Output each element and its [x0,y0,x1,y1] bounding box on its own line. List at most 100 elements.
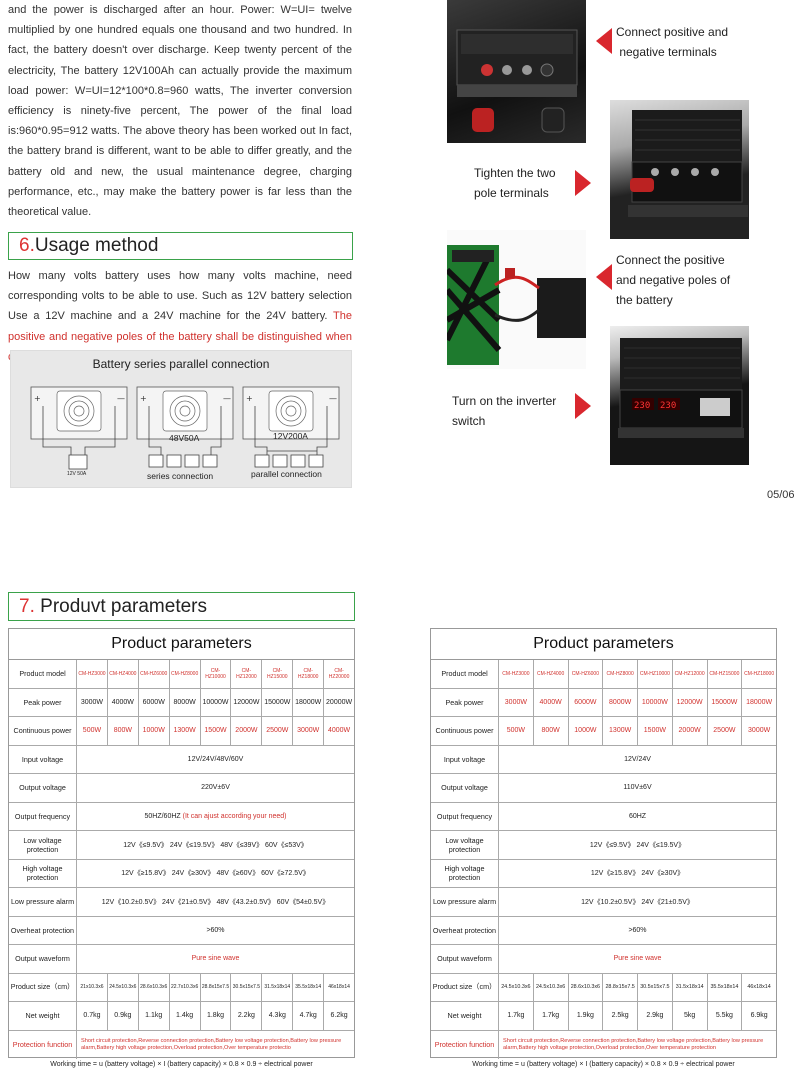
parallel-spec-label: 12V200A [273,431,308,441]
table-cell: 1000W [139,717,170,745]
table-row: Low voltage protection 12V《≤9.5V》 24V《≤1… [9,831,354,860]
table-cell: 5kg [673,1002,708,1030]
table-cell: 20000W [326,698,353,706]
table-cell: 3000W [748,727,771,735]
table-cell: 30.5x15x7.5 [638,973,673,1001]
table-cell: CM-HZ4000 [108,660,139,688]
product-parameters-table-right: Product parameters Product model CM-HZ30… [430,628,777,1059]
table-cell: 30.5x15x7.5 [231,973,263,1001]
step-3-caption: Connect the positive and negative poles … [616,250,796,310]
table-row: Output waveform Pure sine wave [431,945,776,974]
row-label: Low voltage protection [9,831,77,859]
usage-text: How many volts battery uses how many vol… [8,270,352,323]
table-row: Protection function Short circuit protec… [9,1030,354,1059]
table-cell: 2000W [231,717,263,745]
table-row: Continuous power 500W 800W 1000W 1300W 1… [9,717,354,746]
row-label: Continuous power [431,717,499,745]
table-cell: 6.9kg [750,1012,768,1020]
step-1-caption: Connect positive and negative terminals [616,22,796,62]
table-cell: 24.5x10.3x6 [499,973,534,1001]
table-cell: 28.8x15x7.5 [201,973,232,1001]
svg-text:230: 230 [660,401,676,411]
series-connection-label: series connection [147,471,214,481]
table-cell: 2.9kg [638,1002,673,1030]
inverter-pole-illustration [628,110,748,217]
row-label: Product model [431,660,499,688]
table-cell: 24.5x10.3x6 [534,973,569,1001]
row-label: Product size（cm） [431,973,499,1001]
continuous-cells: 500W 800W 1000W 1300W 1500W 2000W 2500W … [77,717,354,745]
table-cell: 3000W [499,688,534,716]
table-row: Net weight 0.7kg 0.9kg 1.1kg 1.4kg 1.8kg… [9,1002,354,1031]
product-parameters-table-left: Product parameters Product model CM-HZ30… [8,628,355,1059]
table-row: Product size（cm） 21x10.3x6 24.5x10.3x6 2… [9,973,354,1002]
row-label: Input voltage [431,745,499,773]
table-row: Product model CM-HZ3000 CM-HZ4000 CM-HZ6… [431,660,776,689]
row-label: High voltage protection [431,859,499,887]
table-row: Low pressure alarm 12V《10.2±0.5V》 24V《21… [9,888,354,917]
diagram-title: Battery series parallel connection [92,357,270,371]
table-cell: 15000W [262,688,294,716]
table-row: Output frequency 60HZ [431,802,776,831]
battery-connection-illustration [447,245,586,365]
protection-value: Short circuit protection,Reverse connect… [81,1037,342,1051]
model-cells: CM-HZ3000 CM-HZ4000 CM-HZ6000 CM-HZ8000 … [77,660,354,688]
table-cell: CM-HZ10000 [201,660,232,688]
table-cell: 0.9kg [108,1002,139,1030]
table-row: Product model CM-HZ3000 CM-HZ4000 CM-HZ6… [9,660,354,689]
row-label: Peak power [431,688,499,716]
row-label: Output frequency [9,802,77,830]
table-cell: 46x18x14 [747,984,771,991]
table-cell: CM-HZ8000 [603,660,638,688]
battery-connection-diagram: Battery series parallel connection +— +—… [10,350,352,488]
params-section-heading: 7. Produvt parameters [8,592,355,621]
row-label: Net weight [431,1002,499,1030]
table-row: Output voltage 110V±6V [431,774,776,803]
step-2-line-2: pole terminals [474,186,549,200]
table-cell: 1300W [170,717,201,745]
peak-cells: 3000W 4000W 6000W 8000W 10000W 12000W 15… [77,688,354,716]
table-cell: 500W [77,717,108,745]
table-cell: 35.5x18x14 [293,973,325,1001]
table-row: Peak power 3000W 4000W 6000W 8000W 10000… [431,688,776,717]
output-frequency-value: 50HZ/60HZ (It can ajust according your n… [77,803,354,831]
frequency-note: (It can ajust according your need) [182,812,287,820]
input-voltage-value: 12V/24V [624,755,651,763]
table-cell: 18000W [746,698,773,706]
intro-paragraph: and the power is discharged after an hou… [8,4,352,219]
series-spec-label: 48V50A [169,433,200,443]
table-cell: 31.5x18x14 [673,973,708,1001]
diagram-illustration: +— +— +— [30,386,340,470]
row-label: Net weight [9,1002,77,1030]
row-label: High voltage protection [9,859,77,887]
row-label: Peak power [9,688,77,716]
table-cell: 24.5x10.3x6 [108,973,139,1001]
row-label: Low voltage protection [431,831,499,859]
row-label: Product model [9,660,77,688]
table-cell: 4.3kg [262,1002,294,1030]
table-cell: 35.5x18x14 [708,973,743,1001]
table-cell: 31.5x18x14 [262,973,294,1001]
table-row: High voltage protection 12V《≥15.8V》 24V《… [431,859,776,888]
table-cell: 3000W [77,688,108,716]
table-cell: CM-HZ6000 [139,660,170,688]
table-row: Net weight 1.7kg 1.7kg 1.9kg 2.5kg 2.9kg… [431,1002,776,1031]
svg-text:+: + [140,394,147,403]
table-cell: 12000W [673,688,708,716]
step-2-caption: Tighten the two pole terminals [474,163,584,203]
table-title: Product parameters [9,629,354,660]
table-row: Protection function Short circuit protec… [431,1030,776,1059]
table-cell: CM-HZ18000 [744,670,775,677]
table-cell: 5.5kg [708,1002,743,1030]
table-cell: 1500W [638,717,673,745]
svg-text:—: — [223,394,231,403]
table-cell: CM-HZ12000 [231,660,263,688]
usage-section-title: Usage method [34,235,159,256]
table-row: Low voltage protection 12V《≤9.5V》 24V《≤1… [431,831,776,860]
row-label: Overheat protection [9,916,77,944]
svg-text:—: — [117,394,125,403]
table-cell: CM-HZ3000 [499,660,534,688]
table-cell: 8000W [170,688,201,716]
table-title: Product parameters [431,629,776,660]
row-label: Output waveform [9,945,77,973]
